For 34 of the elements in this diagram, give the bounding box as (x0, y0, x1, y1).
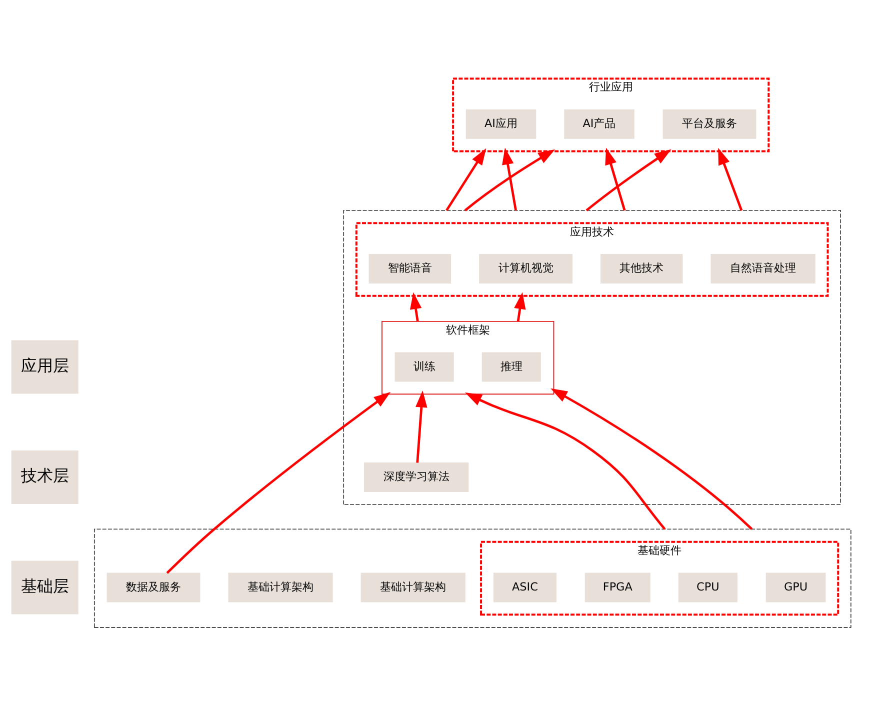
arrow (166, 392, 391, 574)
arrow (416, 390, 428, 463)
node-box: 推理 (482, 352, 541, 382)
node-box: 技术层 (11, 450, 78, 504)
node-box: 自然语音处理 (710, 254, 816, 284)
cluster (343, 210, 841, 505)
arrow (514, 292, 526, 322)
node-box: 训练 (394, 352, 454, 382)
node-box: 计算机视觉 (479, 254, 572, 284)
arrow (446, 148, 486, 212)
node-box: AI应用 (466, 109, 536, 139)
node-box: 基础层 (11, 560, 78, 614)
arrow (465, 392, 666, 530)
node-box: 其他技术 (600, 254, 683, 284)
node-box: 智能语音 (368, 254, 452, 284)
arrow (550, 388, 753, 530)
arrow (586, 149, 672, 212)
node-box: ASIC (493, 572, 557, 602)
node-box: FPGA (584, 572, 650, 602)
node-box: 深度学习算法 (364, 462, 469, 492)
cluster (94, 528, 852, 628)
arrow (718, 148, 743, 211)
arrow (410, 292, 422, 322)
node-box: CPU (678, 572, 738, 602)
node-box: 基础计算架构 (228, 572, 333, 602)
node-box: 数据及服务 (106, 572, 200, 602)
node-box: 应用层 (11, 340, 78, 394)
arrow (605, 148, 626, 211)
arrow (464, 149, 556, 212)
arrow (502, 148, 517, 211)
node-box: GPU (766, 572, 826, 602)
node-box: 基础计算架构 (360, 572, 466, 602)
node-box: 平台及服务 (662, 109, 756, 139)
node-box: AI产品 (564, 109, 634, 139)
